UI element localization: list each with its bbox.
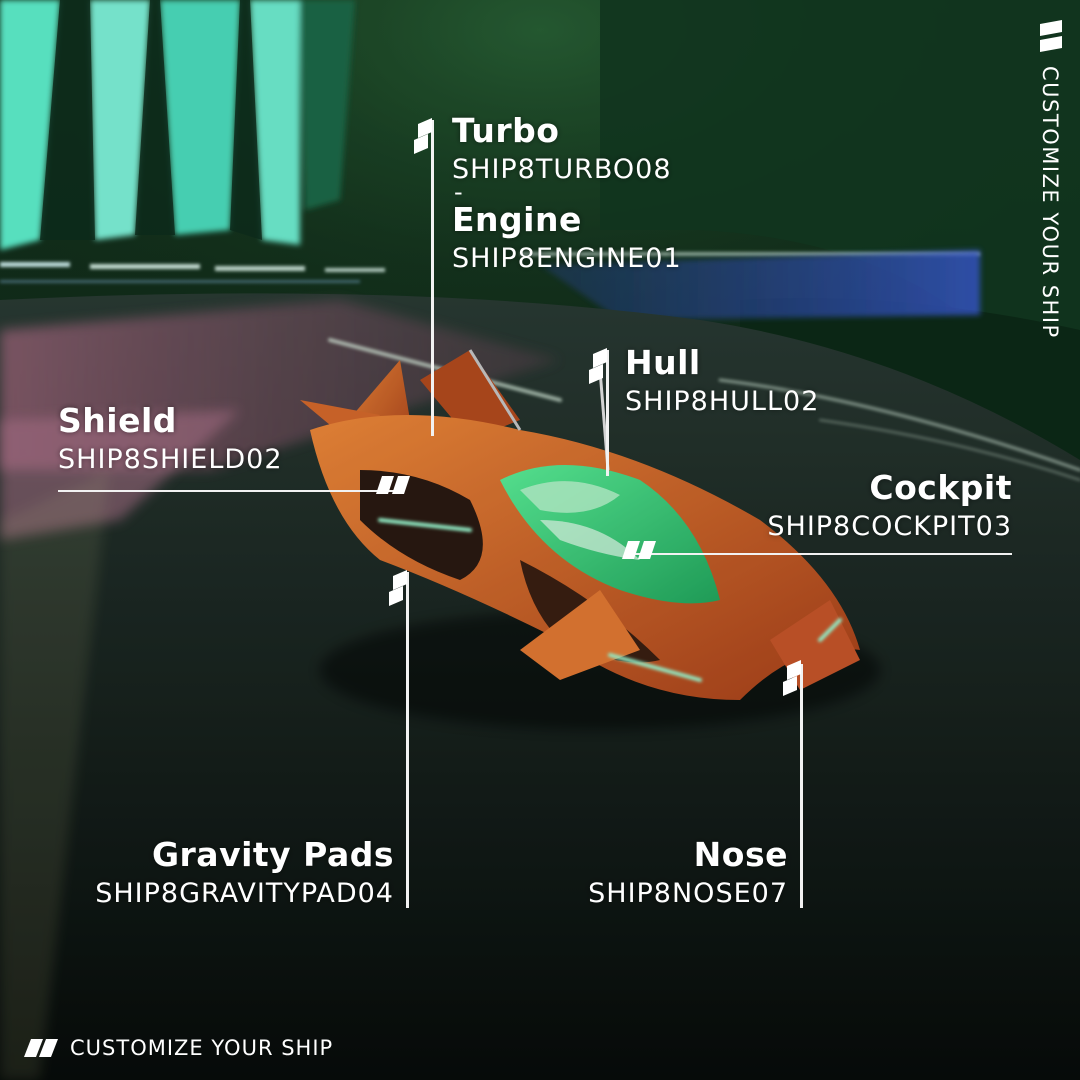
footer-tagline: CUSTOMIZE YOUR SHIP	[24, 1036, 333, 1060]
turbo-engine-leader-line	[431, 120, 434, 436]
gravity-pads-marker-icon	[389, 570, 407, 606]
nose-label: Nose SHIP8NOSE07	[588, 838, 788, 907]
shield-label: Shield SHIP8SHIELD02	[58, 404, 283, 473]
cockpit-name: Cockpit	[869, 468, 1012, 507]
nose-code: SHIP8NOSE07	[588, 878, 788, 909]
hull-leader-line	[606, 350, 609, 476]
nose-leader-line	[800, 664, 803, 908]
gravity-pads-leader-line	[406, 572, 409, 908]
shield-marker-icon	[376, 476, 410, 494]
double-slash-icon-vertical	[1040, 20, 1062, 52]
engine-name: Engine	[452, 200, 582, 239]
gravity-pads-code: SHIP8GRAVITYPAD04	[95, 878, 394, 909]
part-separator: -	[454, 178, 463, 206]
turbo-engine-label: Turbo SHIP8TURBO08 - Engine SHIP8ENGINE0…	[452, 114, 682, 272]
turbo-name: Turbo	[452, 111, 560, 150]
cockpit-label: Cockpit SHIP8COCKPIT03	[767, 471, 1012, 540]
footer-tagline-text: CUSTOMIZE YOUR SHIP	[70, 1036, 334, 1060]
turbo-marker-icon	[414, 118, 432, 154]
engine-code: SHIP8ENGINE01	[452, 243, 682, 274]
shield-code: SHIP8SHIELD02	[58, 444, 283, 475]
side-tagline: CUSTOMIZE YOUR SHIP	[1036, 20, 1062, 360]
cockpit-leader-line	[630, 553, 1012, 555]
side-tagline-text: CUSTOMIZE YOUR SHIP	[1038, 66, 1062, 339]
hull-marker-icon	[589, 348, 607, 384]
cockpit-marker-icon	[622, 541, 656, 559]
shield-name: Shield	[58, 401, 177, 440]
cockpit-code: SHIP8COCKPIT03	[767, 511, 1012, 542]
hull-label: Hull SHIP8HULL02	[625, 346, 819, 415]
gravity-pads-name: Gravity Pads	[151, 835, 394, 874]
nose-marker-icon	[783, 660, 801, 696]
turbo-code: SHIP8TURBO08	[452, 154, 672, 185]
hull-name: Hull	[625, 343, 701, 382]
gravity-pads-label: Gravity Pads SHIP8GRAVITYPAD04	[95, 838, 394, 907]
nose-name: Nose	[693, 835, 788, 874]
shield-leader-line	[58, 490, 398, 492]
double-slash-icon	[24, 1039, 58, 1057]
hull-code: SHIP8HULL02	[625, 386, 820, 417]
